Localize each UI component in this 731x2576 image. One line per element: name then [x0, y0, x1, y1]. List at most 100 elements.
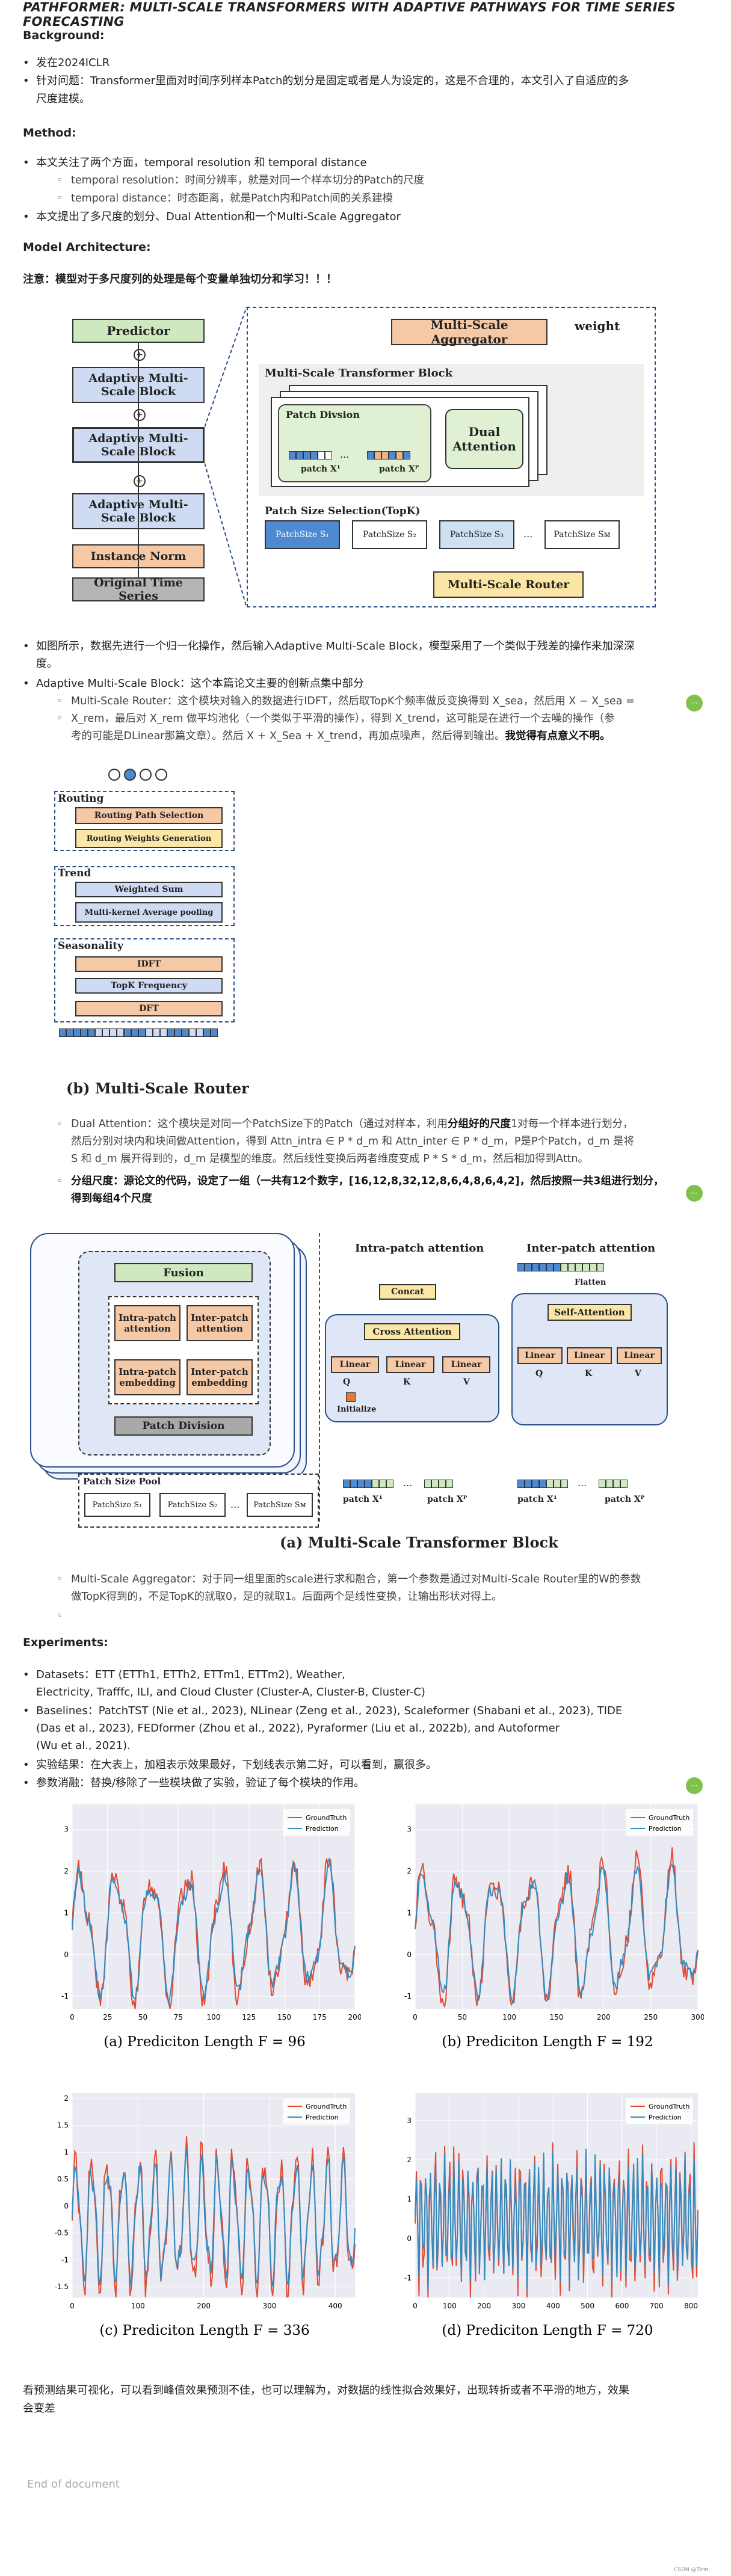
- y-tick-label: 1: [407, 2195, 412, 2204]
- legend-label: Prediction: [649, 2113, 682, 2121]
- patch-size-3: PatchSize S₃: [439, 520, 514, 549]
- initialize-label: Initialize: [337, 1405, 377, 1414]
- legend-label: Prediction: [649, 1825, 682, 1833]
- y-tick-label: 3: [64, 1825, 69, 1834]
- linear-q-box: Linear: [331, 1356, 379, 1373]
- series-prediction-line: [415, 2150, 699, 2290]
- zoom-lines: [204, 306, 247, 608]
- original-series-box: Original Time Series: [72, 576, 205, 603]
- scale-group-desc-2: 得到每组4个尺度: [71, 1193, 152, 1205]
- background-item-2-cont: 尺度建模。: [36, 93, 90, 105]
- patch-cells-left: [289, 451, 332, 460]
- comment-badge[interactable]: ···: [686, 1185, 703, 1202]
- predictor-box: Predictor: [72, 319, 205, 343]
- legend-label: GroundTruth: [649, 1814, 689, 1822]
- x-tick-label: 200: [348, 2013, 361, 2021]
- intra-x1-label: patch X¹: [343, 1495, 383, 1504]
- watermark: CSDN @Tirin: [674, 2567, 709, 2573]
- ellipsis: ...: [578, 1477, 587, 1489]
- patch-cells-right: [367, 451, 410, 460]
- inter-xp-label: patch Xᴾ: [605, 1495, 645, 1504]
- intra-embedding-box: Intra-patch embedding: [114, 1359, 180, 1395]
- patch-size-2: PatchSize S₂: [352, 520, 427, 549]
- background-item-1: 发在2024ICLR: [23, 54, 704, 72]
- x-tick-label: 400: [328, 2302, 342, 2310]
- empty-bullet: ◦: [57, 1610, 63, 1622]
- weighted-sum-box: Weighted Sum: [75, 882, 223, 897]
- ellipsis: ...: [230, 1499, 240, 1510]
- multi-kernel-box: Multi-kernel Average pooling: [75, 902, 223, 923]
- x-tick-label: 300: [691, 2013, 704, 2021]
- inter-k-label: K: [585, 1369, 593, 1379]
- router-desc-3: 考的可能是DLinear那篇文章）。然后 X + X_Sea + X_trend…: [71, 728, 610, 745]
- cross-attention-box: Cross Attention: [364, 1323, 460, 1340]
- pool-patch-size-1: PatchSize S₁: [84, 1493, 150, 1517]
- x-tick-label: 25: [103, 2013, 112, 2021]
- aggregator-desc-1: Multi-Scale Aggregator：对于同一组里面的scale进行求和…: [57, 1571, 697, 1588]
- inter-v-label: V: [635, 1369, 641, 1379]
- router-caption: (b) Multi-Scale Router: [66, 1080, 249, 1097]
- x-tick-label: 100: [207, 2013, 221, 2021]
- k-label: K: [403, 1377, 411, 1387]
- dual-attention-box: Dual Attention: [445, 409, 523, 469]
- idft-box: IDFT: [75, 956, 223, 972]
- comment-badge[interactable]: ···: [686, 1777, 703, 1794]
- add-icon: +: [134, 475, 146, 487]
- method-item-2: 本文提出了多尺度的划分、Dual Attention和一个Multi-Scale…: [23, 208, 704, 226]
- fig1-desc-1: 如图所示，数据先进行一个归一化操作，然后输入Adaptive Multi-Sca…: [23, 638, 704, 655]
- series-groundtruth-line: [415, 1847, 699, 2009]
- y-tick-label: 3: [407, 2116, 412, 2125]
- x-tick-label: 500: [581, 2302, 594, 2310]
- aggregator-desc-2: 做TopK得到的，不是TopK的就取0，是的就取1。后面两个是线性变换，让输出形…: [71, 1591, 502, 1603]
- intra-attention-box: Intra-patch attention: [114, 1305, 180, 1341]
- end-of-document: End of document: [27, 2478, 120, 2491]
- dual-desc-3: S 和 d_m 展开得到的，d_m 是模型的维度。然后线性变换后两者维度变成 P…: [71, 1153, 589, 1165]
- y-tick-label: 1: [64, 2148, 69, 2156]
- comment-badge[interactable]: ···: [686, 695, 703, 712]
- inter-output-cells: [517, 1263, 604, 1271]
- dual-desc-1: ◦Dual Attention：这个模块是对同一个PatchSize下的Patc…: [57, 1118, 634, 1130]
- legend-label: GroundTruth: [649, 2103, 689, 2110]
- dual-desc-1a: Dual Attention：这个模块是对同一个PatchSize下的Patch…: [71, 1118, 448, 1130]
- ellipsis: ...: [403, 1477, 413, 1489]
- scale-group-text: 分组尺度：源论文的代码，设定了一组（一共有12个数字，[16,12,8,32,1…: [71, 1175, 664, 1187]
- x-tick-label: 700: [650, 2302, 664, 2310]
- router-desc-3-text: 考的可能是DLinear那篇文章）。然后 X + X_Sea + X_trend…: [71, 730, 505, 742]
- datasets-line-1: Datasets：ETT (ETTh1, ETTh2, ETTm1, ETTm2…: [23, 1666, 704, 1683]
- x-tick-label: 200: [197, 2302, 211, 2310]
- inter-attention-box: Inter-patch attention: [187, 1305, 253, 1341]
- legend-label: Prediction: [306, 1825, 339, 1833]
- patch-xp-label: patch Xᴾ: [379, 464, 419, 474]
- inter-detail-title: Inter-patch attention: [526, 1242, 656, 1255]
- method-sub-2: temporal distance：时态距离，就是Patch内和Patch间的关…: [57, 190, 697, 207]
- datasets-line-2: Electricity, Trafffc, ILI, and Cloud Clu…: [36, 1686, 425, 1698]
- background-heading: Background:: [23, 29, 105, 42]
- inter-q-label: Q: [535, 1369, 543, 1379]
- y-tick-label: -1: [61, 1992, 69, 2000]
- trend-label: Trend: [58, 867, 91, 879]
- topk-box: TopK Frequency: [75, 978, 223, 994]
- y-tick-label: 0.5: [57, 2175, 69, 2183]
- y-tick-label: 3: [407, 1825, 412, 1834]
- baselines-line-2: (Das et al., 2023), FEDformer (Zhou et a…: [36, 1722, 560, 1735]
- routing-weights-box: Routing Weights Generation: [75, 829, 223, 848]
- init-token: [346, 1392, 356, 1402]
- series-prediction-line: [415, 1864, 699, 2004]
- patch-division-box-2: Patch Division: [114, 1416, 253, 1436]
- mstb-label: Multi-Scale Transformer Block: [265, 367, 453, 380]
- chart-caption: (d) Prediciton Length F = 720: [442, 2323, 653, 2338]
- patch-size-pool-label: Patch Size Pool: [83, 1476, 161, 1487]
- conclusion-line-2: 会变差: [23, 2402, 55, 2415]
- router-desc-2: X_rem，最后对 X_rem 做平均池化（一个类似于平滑的操作），得到 X_t…: [57, 710, 697, 728]
- linear-v-box: Linear: [442, 1356, 490, 1373]
- legend-label: GroundTruth: [306, 2103, 347, 2110]
- x-tick-label: 250: [644, 2013, 658, 2021]
- baselines-line-1: Baselines：PatchTST (Nie et al., 2023), N…: [23, 1702, 704, 1720]
- x-tick-label: 300: [511, 2302, 525, 2310]
- seasonality-label: Seasonality: [58, 940, 124, 952]
- experiments-heading: Experiments:: [23, 1636, 108, 1649]
